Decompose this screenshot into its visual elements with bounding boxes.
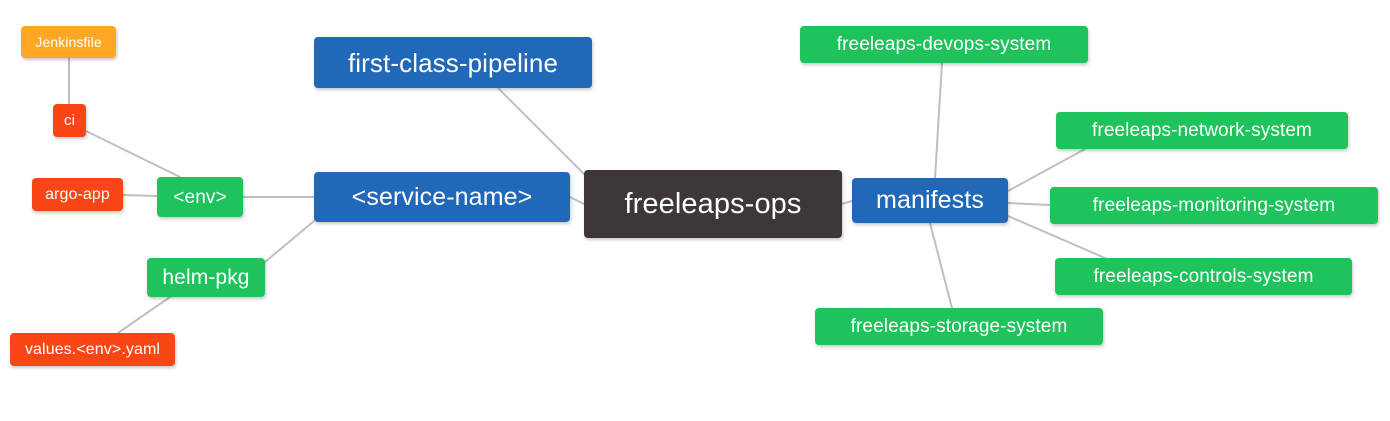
mindmap-node-env[interactable]: <env> <box>157 177 243 217</box>
edge-helm-to-values <box>117 296 171 334</box>
mindmap-node-argo[interactable]: argo-app <box>32 178 123 211</box>
mindmap-node-service[interactable]: <service-name> <box>314 172 570 222</box>
edge-manifests-to-storage <box>929 222 953 309</box>
mindmap-node-manifests[interactable]: manifests <box>852 178 1008 223</box>
edge-manifests-to-monitoring <box>1007 202 1051 206</box>
mindmap-node-values[interactable]: values.<env>.yaml <box>10 333 175 366</box>
mindmap-node-jenkinsfile[interactable]: Jenkinsfile <box>21 26 116 58</box>
mindmap-node-devops[interactable]: freeleaps-devops-system <box>800 26 1088 63</box>
mindmap-node-network[interactable]: freeleaps-network-system <box>1056 112 1348 149</box>
edge-root-to-manifests <box>841 200 853 205</box>
mindmap-node-helm[interactable]: helm-pkg <box>147 258 265 297</box>
mindmap-node-storage[interactable]: freeleaps-storage-system <box>815 308 1103 345</box>
edge-root-to-pipeline <box>497 87 591 181</box>
mindmap-node-pipeline[interactable]: first-class-pipeline <box>314 37 592 88</box>
mindmap-node-controls[interactable]: freeleaps-controls-system <box>1055 258 1352 295</box>
edge-manifests-to-devops <box>934 62 943 179</box>
edge-env-to-ci <box>85 130 181 178</box>
edge-service-to-helm <box>264 220 315 263</box>
edge-manifests-to-network <box>1007 148 1086 192</box>
edge-env-to-argo <box>122 194 158 197</box>
mindmap-node-root[interactable]: freeleaps-ops <box>584 170 842 238</box>
mindmap-node-ci[interactable]: ci <box>53 104 86 137</box>
edge-root-to-service <box>569 196 585 205</box>
mindmap-node-monitoring[interactable]: freeleaps-monitoring-system <box>1050 187 1378 224</box>
